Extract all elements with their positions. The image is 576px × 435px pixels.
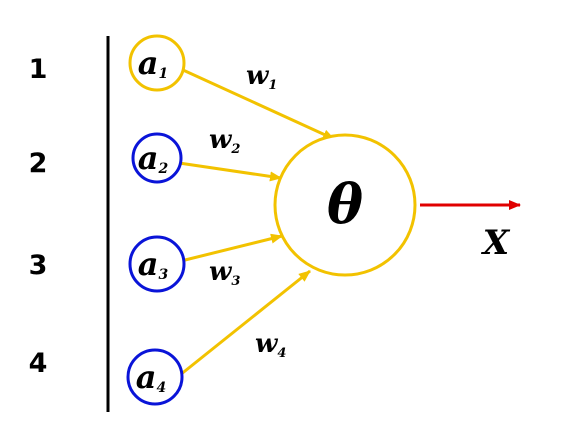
row-number-1: 1	[29, 54, 48, 85]
input-label-4: a	[136, 358, 157, 396]
weight-arrow-2	[178, 161, 282, 182]
svg-text:a1: a1	[138, 44, 168, 82]
weight-label-2-main: w	[209, 125, 233, 155]
weight-label-1: w1	[246, 61, 277, 93]
input-node-2: a2	[131, 132, 183, 184]
svg-text:a4: a4	[136, 358, 166, 396]
output-label: X	[481, 223, 511, 263]
row-number-2: 2	[29, 148, 48, 179]
input-subscript-4: 4	[156, 380, 166, 396]
weight-label-4-main: w	[255, 329, 279, 359]
svg-text:a3: a3	[138, 245, 169, 283]
weight-label-3-subscript: 3	[231, 274, 240, 289]
weight-label-4: w4	[255, 329, 286, 361]
input-node-1: a1	[128, 34, 186, 92]
weight-label-3: w3	[209, 257, 240, 289]
input-node-4: a4	[126, 348, 184, 406]
weight-arrow-1	[182, 68, 335, 141]
weight-label-3-main: w	[209, 257, 233, 287]
input-subscript-1: 1	[158, 66, 168, 82]
input-subscript-2: 2	[157, 161, 168, 177]
input-label-2: a	[138, 139, 159, 177]
weight-arrow-3	[180, 233, 283, 263]
svg-text:a2: a2	[138, 139, 169, 177]
input-label-3: a	[138, 245, 159, 283]
weight-arrow-4	[179, 269, 311, 377]
input-subscript-3: 3	[158, 267, 168, 283]
neuron-label: θ	[327, 172, 363, 236]
weight-label-4-subscript: 4	[277, 346, 286, 361]
input-node-3: a3	[128, 235, 186, 293]
weight-label-2: w2	[209, 125, 240, 157]
weight-label-2-subscript: 2	[230, 142, 240, 157]
input-label-1: a	[138, 44, 159, 82]
row-number-3: 3	[29, 250, 48, 281]
neuron-node: θ	[273, 133, 417, 277]
row-number-4: 4	[29, 348, 48, 379]
weight-label-1-subscript: 1	[268, 78, 277, 93]
weight-label-1-main: w	[246, 61, 270, 91]
